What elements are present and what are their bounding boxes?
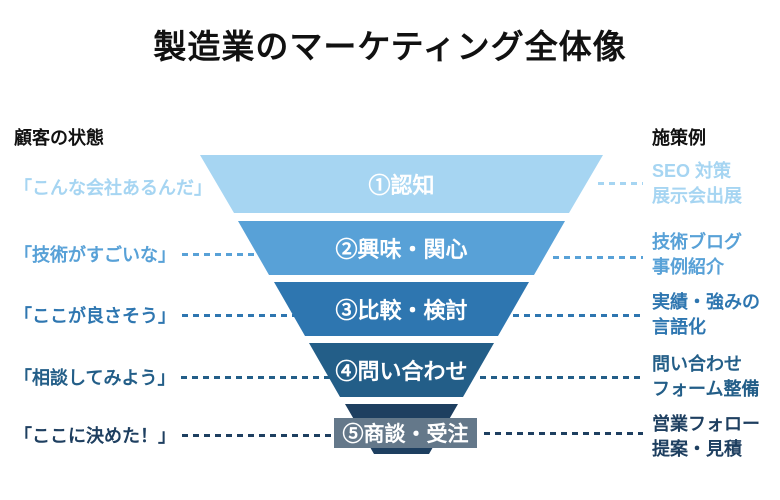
funnel-stage-3-comparison: ③比較・検討	[274, 282, 529, 336]
funnel-stage-1-awareness: ①認知	[200, 155, 603, 213]
funnel-stage-2-interest: ②興味・関心	[238, 221, 565, 275]
customer-state-row-3: 「ここが良さそう」	[14, 302, 294, 328]
tactic-3-line-2: 言語化	[652, 317, 706, 337]
funnel-stage-3-label: ③比較・検討	[335, 298, 468, 323]
funnel-stage-1-label: ①認知	[368, 173, 435, 198]
customer-state-row-5: 「ここに決めた！」	[14, 422, 332, 448]
right-column-header: 施策例	[652, 128, 706, 148]
tactic-block-1: SEO 対策 展示会出展	[652, 159, 742, 209]
funnel-stage-4-label: ④問い合わせ	[335, 359, 468, 384]
tactic-block-3: 実績・強みの 言語化	[652, 290, 760, 340]
tactic-5-line-2: 提案・見積	[652, 439, 742, 459]
connector-dash-left-5	[182, 433, 332, 437]
tactic-2-line-2: 事例紹介	[652, 257, 724, 277]
customer-state-row-2: 「技術がすごいな」	[14, 241, 258, 267]
customer-state-label-5: 「ここに決めた！」	[14, 426, 176, 446]
connector-dash-left-4	[181, 375, 332, 379]
funnel-stage-5-label: ⑤商談・受注	[342, 423, 469, 446]
funnel-stage-2-label: ②興味・関心	[335, 237, 468, 262]
customer-state-row-1: 「こんな会社あるんだ」	[14, 174, 218, 200]
customer-state-label-4: 「相談してみよう」	[14, 368, 176, 388]
tactic-1-line-1: SEO 対策	[652, 161, 732, 181]
connector-dash-right-3	[513, 314, 643, 317]
tactic-4-line-2: フォーム整備	[652, 379, 760, 399]
customer-state-label-1: 「こんな会社あるんだ」	[14, 178, 212, 198]
customer-state-label-3: 「ここが良さそう」	[14, 306, 176, 326]
tactic-block-5: 営業フォロー 提案・見積	[652, 412, 760, 462]
tactic-1-line-2: 展示会出展	[652, 186, 742, 206]
left-column-header: 顧客の状態	[14, 128, 104, 148]
tactic-block-4: 問い合わせ フォーム整備	[652, 352, 759, 402]
connector-dash-right-2	[553, 256, 643, 259]
tactic-5-line-1: 営業フォロー	[652, 414, 760, 434]
page-title: 製造業のマーケティング全体像	[153, 28, 627, 65]
tactic-3-line-1: 実績・強みの	[652, 292, 760, 312]
funnel-stage-5-badge: ⑤商談・受注	[334, 418, 477, 448]
tactic-4-line-1: 問い合わせ	[652, 354, 742, 374]
connector-dash-right-1	[598, 182, 643, 185]
customer-state-row-4: 「相談してみよう」	[14, 364, 332, 390]
tactic-block-2: 技術ブログ 事例紹介	[652, 230, 742, 280]
connector-dash-left-2	[182, 252, 258, 256]
tactic-2-line-1: 技術ブログ	[652, 232, 742, 252]
funnel-stage-4-inquiry: ④問い合わせ	[309, 343, 494, 397]
customer-state-label-2: 「技術がすごいな」	[14, 245, 176, 265]
connector-dash-left-3	[182, 313, 294, 317]
connector-dash-right-4	[480, 376, 643, 379]
connector-dash-right-5	[484, 432, 643, 435]
